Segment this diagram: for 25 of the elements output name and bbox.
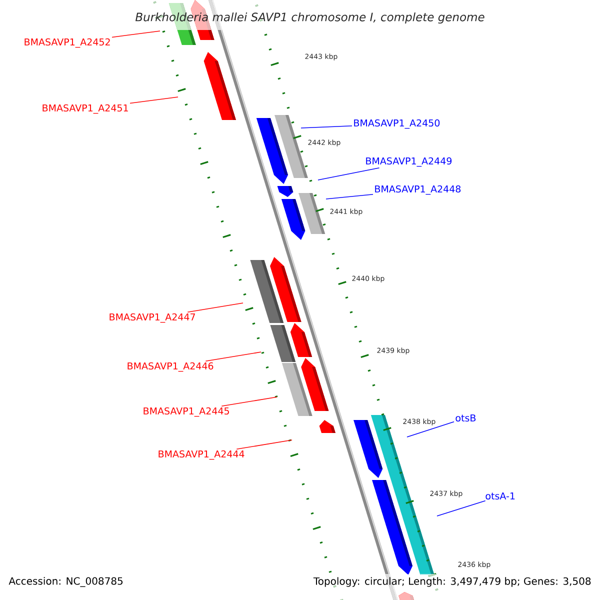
leader-line [221,396,278,407]
gene-label: BMASAVP1_A2452 [24,38,110,48]
gene-label: otsA-1 [486,492,515,500]
leader-line [112,30,160,38]
leader-line [130,96,178,104]
gene-label: BMASAVP1_A2451 [42,104,128,114]
gene-label: BMASAVP1_A2444 [158,450,244,460]
accession-note: Accession: NC_008785 [8,577,123,587]
gene-label: BMASAVP1_A2447 [110,313,195,323]
leader-line [326,194,374,200]
gene-label: BMASAVP1_A2450 [354,119,440,129]
leader-line [318,167,380,180]
leader-line [406,421,454,438]
genome-stats-note: Topology: circular; Length: 3,497,479 bp; Genes: 3,508 [313,577,591,587]
gene-label: BMASAVP1_A2448 [375,185,461,195]
gene-label: BMASAVP1_A2445 [144,407,229,417]
gene-label: otsB [456,414,476,422]
leader-line [436,500,486,516]
title: Burkholderia mallei SAVP1 chromosome I, complete genome [136,12,484,24]
leader-line [236,440,292,450]
leader-line [205,352,262,362]
leader-line [300,125,352,128]
leader-line [187,302,244,313]
gene-label: BMASAVP1_A2446 [128,362,214,372]
gene-label: BMASAVP1_A2449 [366,157,452,167]
